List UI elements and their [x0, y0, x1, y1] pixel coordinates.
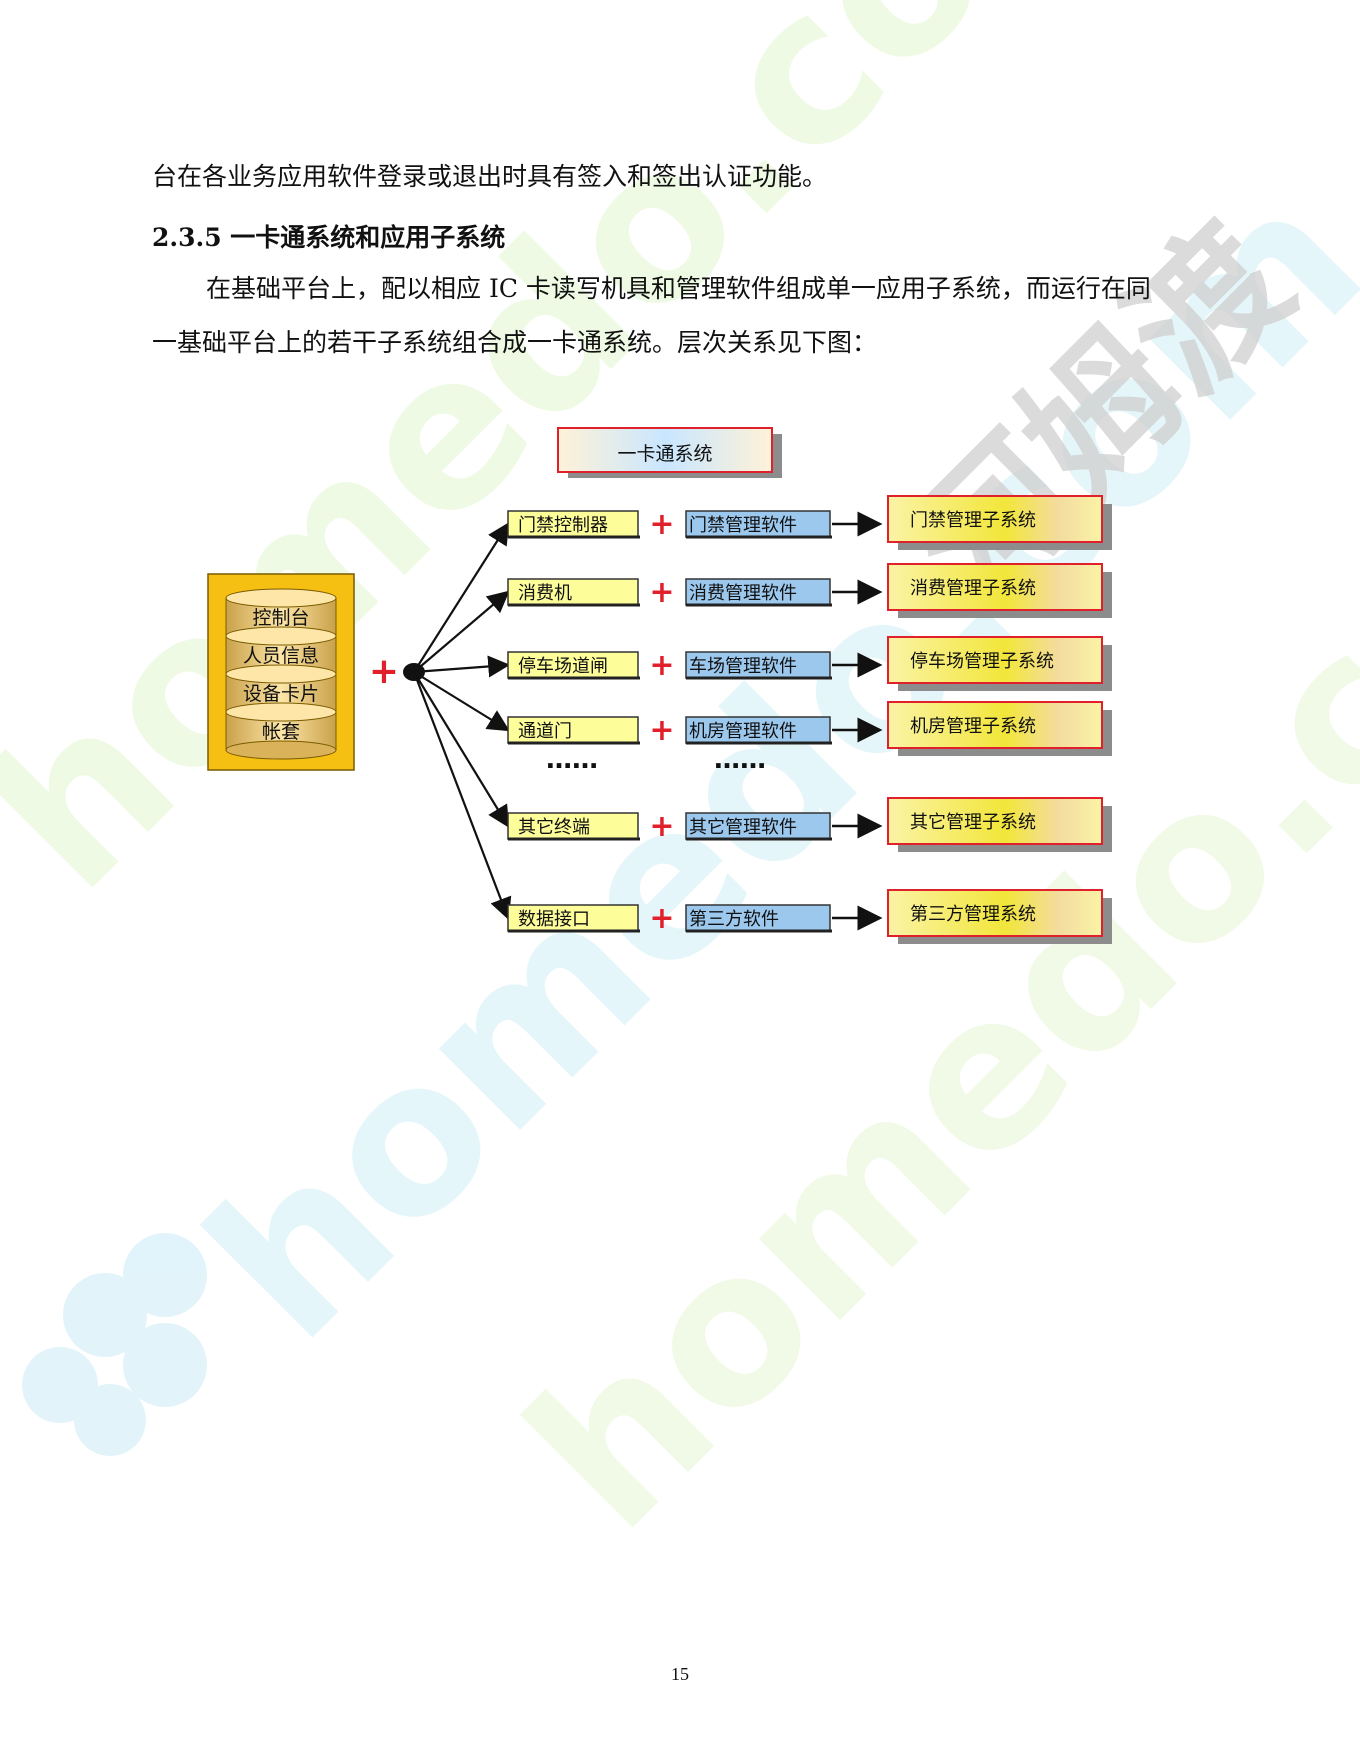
- fan-line: [413, 671, 510, 828]
- software-box: [685, 578, 831, 606]
- paragraph-line-1: 在基础平台上，配以相应 IC 卡读写机具和管理软件组成单一应用子系统，而运行在同: [206, 274, 1151, 303]
- fan-line: [413, 590, 510, 673]
- base-layer-3: 帐套: [225, 702, 337, 760]
- fan-line: [413, 522, 510, 673]
- subsystem-box: [887, 636, 1103, 684]
- device-label: 通道门: [518, 721, 572, 742]
- top-system-box: 一卡通系统: [557, 427, 782, 478]
- subsystem-label: 机房管理子系统: [910, 716, 1036, 737]
- subsystem-box: [887, 701, 1103, 749]
- top-system-label: 一卡通系统: [617, 443, 712, 465]
- software-label: 门禁管理软件: [689, 515, 797, 536]
- subsystem-box: [887, 889, 1103, 937]
- device-box: [507, 510, 639, 538]
- subsystem-row: 消费机 + 消费管理软件 消费管理子系统: [507, 563, 1112, 618]
- software-label: 车场管理软件: [689, 656, 797, 677]
- software-label: 机房管理软件: [689, 721, 797, 742]
- page-number: 15: [671, 1664, 689, 1684]
- software-label: 第三方软件: [689, 909, 779, 930]
- row-plus-sign: +: [649, 713, 674, 748]
- software-box: [685, 904, 831, 932]
- subsystem-row: 停车场道闸 + 车场管理软件 停车场管理子系统: [507, 636, 1112, 691]
- subsystem-label: 第三方管理系统: [910, 904, 1036, 925]
- section-heading: 2.3.5 一卡通系统和应用子系统: [152, 223, 506, 252]
- software-label: 其它管理软件: [689, 817, 797, 838]
- device-box: [507, 904, 639, 932]
- base-layer-label: 控制台: [252, 607, 309, 629]
- base-layer-label: 人员信息: [243, 645, 319, 667]
- fan-line: [413, 671, 510, 732]
- device-box: [507, 578, 639, 606]
- subsystem-box: [887, 797, 1103, 845]
- base-layer-label: 设备卡片: [243, 683, 319, 705]
- paragraph-line-2: 一基础平台上的若干子系统组合成一卡通系统。层次关系见下图：: [152, 328, 878, 357]
- device-label: 停车场道闸: [518, 656, 608, 677]
- fan-line: [412, 671, 512, 921]
- subsystem-row: 通道门 + 机房管理软件 机房管理子系统: [507, 701, 1112, 756]
- subsystem-row: 门禁控制器 + 门禁管理软件 门禁管理子系统: [507, 495, 1112, 550]
- platform-plus-sign: +: [369, 651, 399, 692]
- fan-line: [413, 655, 511, 678]
- device-box: [507, 716, 639, 744]
- software-box: [685, 510, 831, 538]
- subsystem-box: [887, 563, 1103, 611]
- device-label: 数据接口: [518, 909, 590, 930]
- device-label: 门禁控制器: [518, 515, 608, 536]
- subsystem-row: 数据接口 + 第三方软件 第三方管理系统: [507, 889, 1112, 944]
- subsystem-label: 消费管理子系统: [910, 578, 1036, 599]
- row-plus-sign: +: [649, 507, 674, 542]
- software-box: [685, 651, 831, 679]
- device-label: 消费机: [518, 583, 572, 604]
- paragraph-continuation: 台在各业务应用软件登录或退出时具有签入和签出认证功能。: [152, 162, 828, 191]
- subsystem-box: [887, 495, 1103, 543]
- base-layer-label: 帐套: [262, 721, 300, 743]
- row-plus-sign: +: [649, 648, 674, 683]
- subsystem-row: 其它终端 + 其它管理软件 其它管理子系统: [507, 797, 1112, 852]
- row-plus-sign: +: [649, 809, 674, 844]
- subsystem-label: 门禁管理子系统: [910, 510, 1036, 531]
- software-ellipsis: ……: [714, 745, 766, 775]
- row-plus-sign: +: [649, 575, 674, 610]
- device-ellipsis: ……: [546, 745, 598, 775]
- device-box: [507, 812, 639, 840]
- fan-lines: [412, 522, 512, 921]
- device-label: 其它终端: [518, 817, 590, 838]
- software-label: 消费管理软件: [689, 583, 797, 604]
- row-plus-sign: +: [649, 901, 674, 936]
- subsystem-label: 停车场管理子系统: [910, 651, 1054, 672]
- software-box: [685, 812, 831, 840]
- subsystem-label: 其它管理子系统: [910, 812, 1036, 833]
